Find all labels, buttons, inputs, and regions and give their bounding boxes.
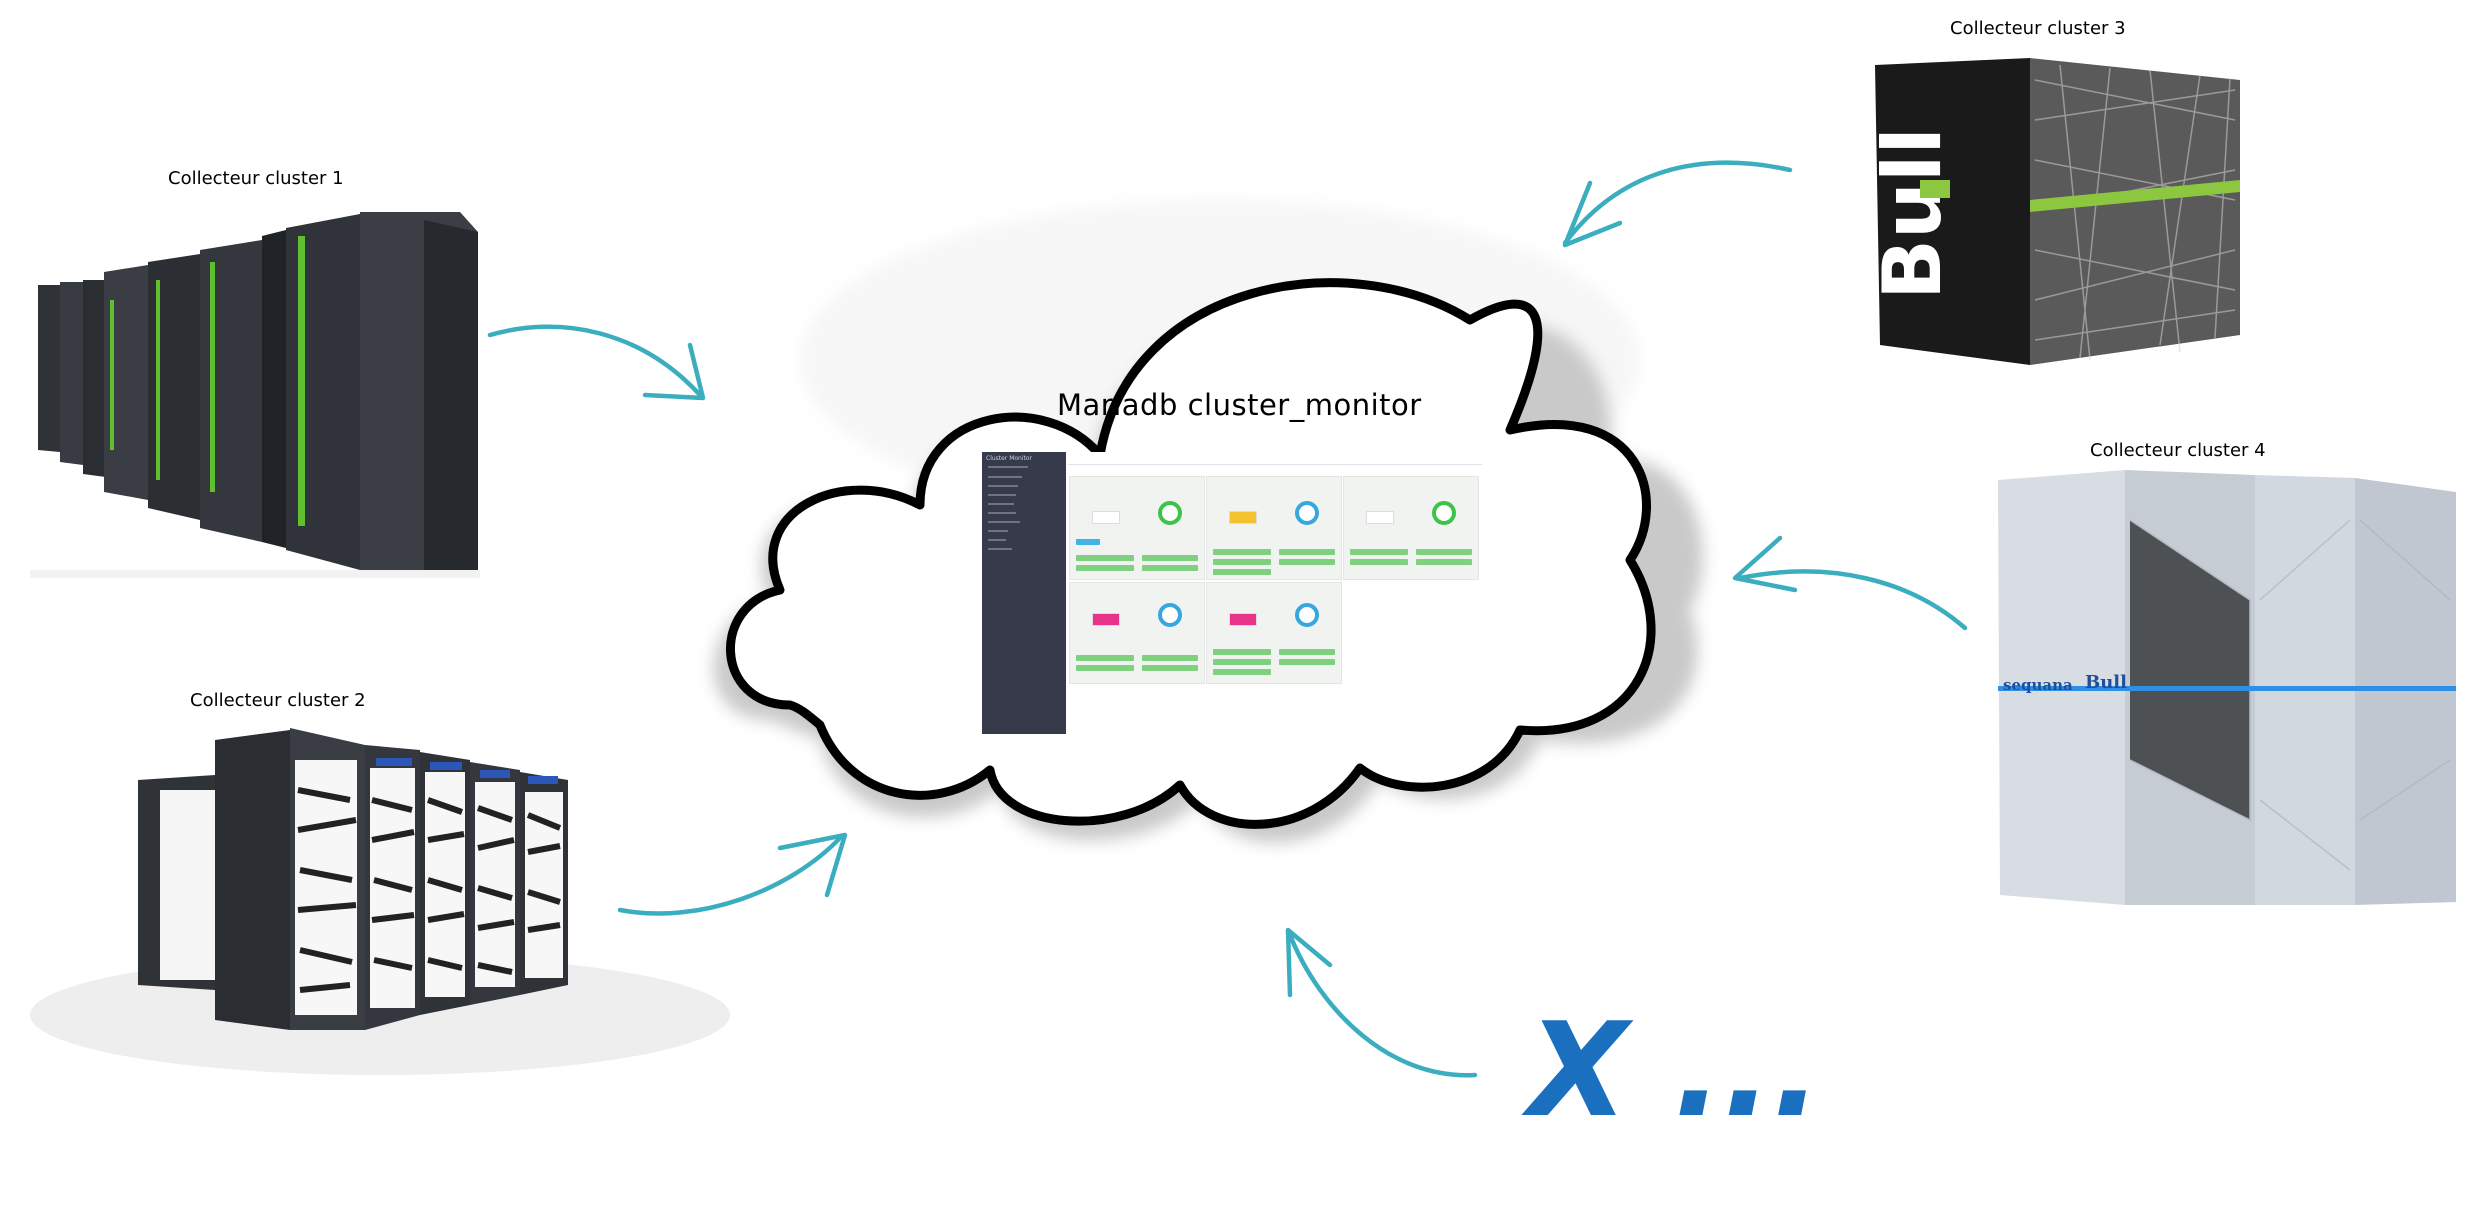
dashboard-brand: Cluster Monitor [986,455,1033,462]
dashboard-panel [1069,582,1205,684]
arrow-head [1732,535,1798,593]
status-bar [1416,549,1472,555]
gauge-ring [1158,603,1182,627]
status-bar [1142,555,1198,561]
status-bar [1213,559,1271,565]
status-tag [1092,613,1120,626]
status-bar [1076,555,1134,561]
status-bar [1213,569,1271,575]
status-bar [1350,559,1408,565]
arrow-head [777,832,848,898]
status-bar [1213,669,1271,675]
status-bar [1213,649,1271,655]
status-bar [1350,549,1408,555]
bull-supercomputer-icon: Bull [1866,58,2240,365]
cluster-2-label: Collecteur cluster 2 [190,690,366,711]
status-bar [1213,659,1271,665]
curved-arrow-icon [1287,932,1478,1078]
svg-text:sequana: sequana [2003,676,2073,694]
dashboard-panel [1206,476,1342,580]
sidebar-nav-item [988,503,1014,505]
sidebar-nav-item [988,539,1006,541]
sidebar-nav-item [988,476,1022,478]
server-racks-icon [30,728,730,1075]
status-bar [1076,565,1134,571]
sidebar-nav-item [988,521,1020,523]
sequana-bull-supercomputer-icon: sequana Bull [1998,470,2456,905]
cluster-1-label: Collecteur cluster 1 [168,168,344,189]
gauge-ring [1295,501,1319,525]
dashboard-panel [1343,476,1479,580]
sidebar-nav-item [988,512,1016,514]
gauge-ring [1295,603,1319,627]
curved-arrow-icon [617,835,843,916]
cloud-title: Mariadb cluster_monitor [1057,388,1422,422]
arrows [487,160,1968,1078]
dashboard-panel [1069,476,1205,580]
sidebar-nav-item [988,494,1016,496]
gauge-ring [1158,501,1182,525]
arrow-head [1285,927,1333,998]
sidebar-nav-item [988,548,1012,550]
status-bar [1416,559,1472,565]
status-tag [1092,511,1120,524]
sidebar-nav-item [988,466,1028,468]
status-bar [1279,559,1335,565]
status-bar [1142,665,1198,671]
status-bar [1279,649,1335,655]
status-bar [1213,549,1271,555]
svg-text:Bull: Bull [1866,127,1959,300]
progress-bar [1076,539,1100,545]
sidebar-nav-item [988,485,1018,487]
dashboard-sidebar: Cluster Monitor [982,452,1066,734]
status-tag [1366,511,1394,524]
sidebar-nav-item [988,530,1008,532]
status-tag [1229,613,1257,626]
cluster-4-label: Collecteur cluster 4 [2090,440,2266,461]
arrow-head [1562,180,1623,248]
gauge-ring [1432,501,1456,525]
status-bar [1279,659,1335,665]
status-bar [1076,655,1134,661]
cluster-3-label: Collecteur cluster 3 [1950,18,2126,39]
status-bar [1142,565,1198,571]
status-bar [1142,655,1198,661]
curved-arrow-icon [1737,569,1968,631]
svg-text:Bull: Bull [2085,672,2127,693]
more-clusters-text: X ... [1528,994,1822,1146]
curved-arrow-icon [487,324,703,398]
status-bar [1076,665,1134,671]
ibm-server-racks-icon [30,212,480,578]
status-bar [1279,549,1335,555]
curved-arrow-icon [1562,160,1793,246]
status-tag [1229,511,1257,524]
dashboard-panel [1206,582,1342,684]
arrow-head [642,342,706,401]
dashboard-thumbnail: Cluster Monitor [982,452,1482,734]
dashboard-topbar [1068,452,1482,465]
